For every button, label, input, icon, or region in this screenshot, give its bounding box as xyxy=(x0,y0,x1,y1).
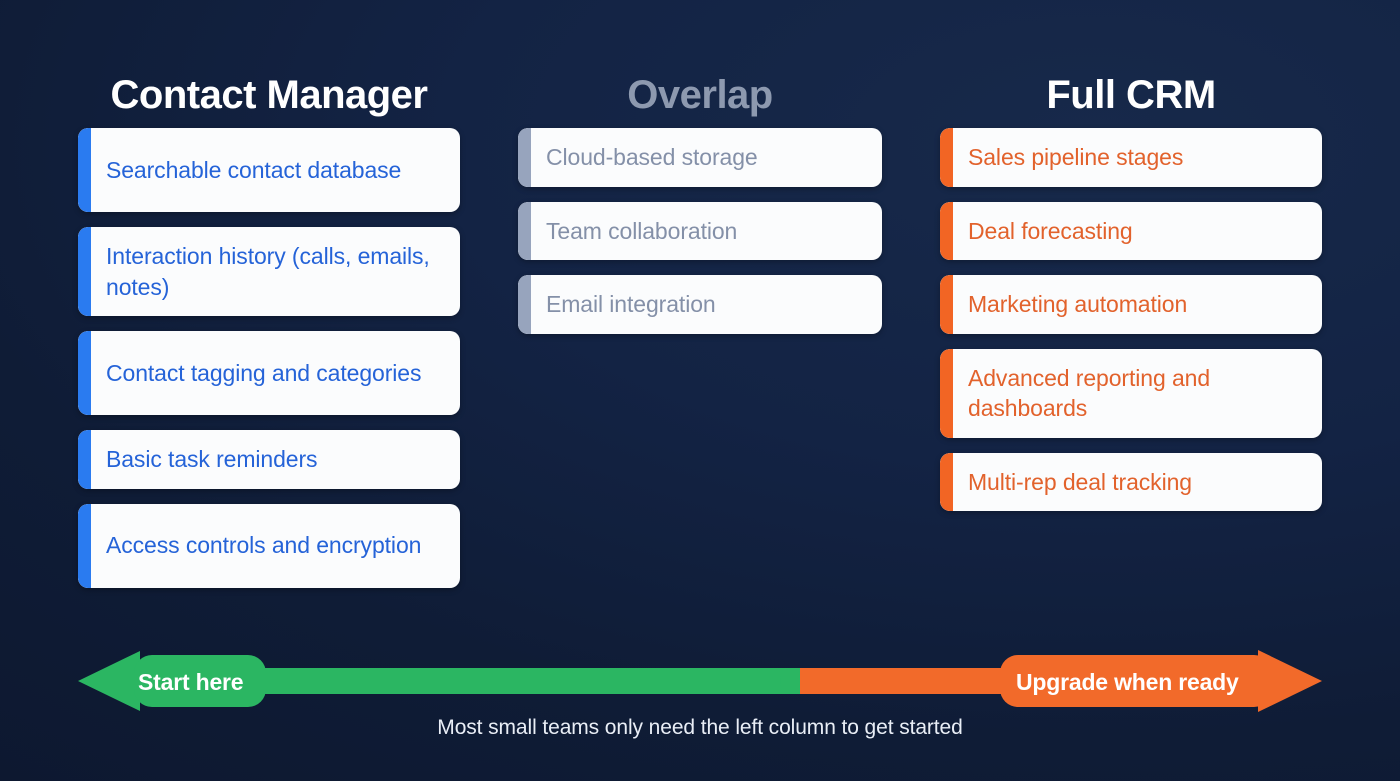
feature-card[interactable]: Access controls and encryption xyxy=(78,503,460,588)
feature-card[interactable]: Multi-rep deal tracking xyxy=(940,452,1322,512)
start-here-arrow xyxy=(78,651,812,711)
progression-arrow-band: Start here Upgrade when ready xyxy=(0,646,1400,716)
feature-card[interactable]: Marketing automation xyxy=(940,275,1322,334)
feature-card[interactable]: Email integration xyxy=(518,275,882,334)
feature-card-label: Basic task reminders xyxy=(106,446,318,473)
column-title-contact-manager: Contact Manager xyxy=(110,73,429,117)
feature-card[interactable]: Advanced reporting and dashboards xyxy=(940,348,1322,438)
feature-card-label: Email integration xyxy=(546,291,716,318)
feature-card[interactable]: Contact tagging and categories xyxy=(78,331,460,416)
feature-card[interactable]: Basic task reminders xyxy=(78,430,460,489)
upgrade-when-ready-arrow xyxy=(800,650,1322,712)
feature-card-label: Cloud-based storage xyxy=(546,144,758,170)
feature-card[interactable]: Team collaboration xyxy=(518,201,882,261)
feature-card[interactable]: Interaction history (calls, emails, note… xyxy=(78,227,460,317)
feature-card-label: Contact tagging and categories xyxy=(106,359,422,386)
feature-card[interactable]: Deal forecasting xyxy=(940,201,1322,261)
arrow-band-graphic xyxy=(78,650,1322,712)
feature-card-label: Searchable contact database xyxy=(106,156,402,183)
upgrade-when-ready-label: Upgrade when ready xyxy=(1016,669,1239,695)
card-list-contact-manager: Searchable contact database Interaction … xyxy=(78,128,460,603)
column-overlap: Overlap Cloud-based storage Team collabo… xyxy=(518,62,882,349)
feature-card-label: Interaction history (calls, emails, note… xyxy=(106,243,430,300)
comparison-columns: Contact Manager Searchable contact datab… xyxy=(78,62,1322,603)
feature-card-label: Sales pipeline stages xyxy=(968,144,1184,170)
feature-card[interactable]: Cloud-based storage xyxy=(518,128,882,187)
column-title-overlap: Overlap xyxy=(627,73,773,117)
feature-card-label: Marketing automation xyxy=(968,291,1188,318)
column-title-full-crm: Full CRM xyxy=(1046,73,1216,117)
footer-caption: Most small teams only need the left colu… xyxy=(437,716,963,739)
card-list-full-crm: Sales pipeline stages Deal forecasting M… xyxy=(940,128,1322,526)
feature-card-label: Deal forecasting xyxy=(968,217,1133,244)
feature-card[interactable]: Searchable contact database xyxy=(78,128,460,212)
column-contact-manager: Contact Manager Searchable contact datab… xyxy=(78,62,460,603)
start-here-label: Start here xyxy=(138,669,244,695)
column-full-crm: Full CRM Sales pipeline stages Deal fore… xyxy=(940,62,1322,526)
feature-card-label: Access controls and encryption xyxy=(106,532,422,559)
card-list-overlap: Cloud-based storage Team collaboration E… xyxy=(518,128,882,349)
feature-card-label: Multi-rep deal tracking xyxy=(968,468,1192,495)
feature-card-label: Advanced reporting and dashboards xyxy=(968,364,1211,422)
feature-card[interactable]: Sales pipeline stages xyxy=(940,128,1322,187)
feature-card-label: Team collaboration xyxy=(546,217,738,244)
